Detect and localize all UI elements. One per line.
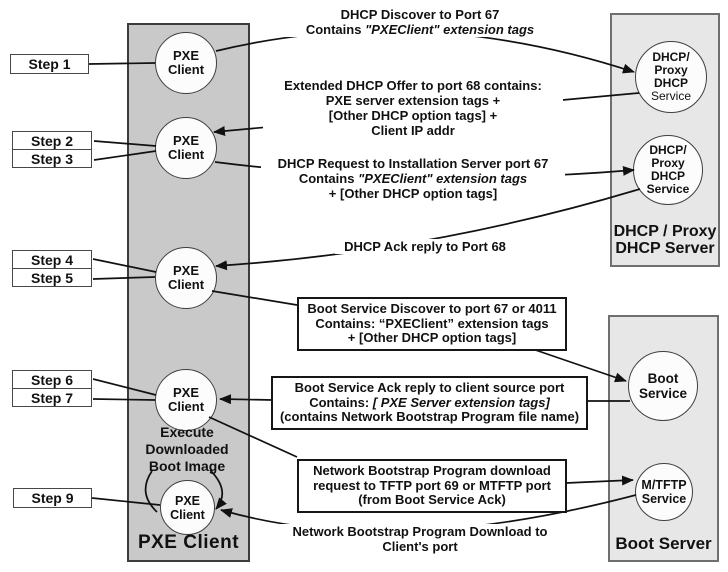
message-line: DHCP Ack reply to Port 68 bbox=[344, 239, 506, 254]
message-line: Contains: [ PXE Server extension tags] bbox=[309, 394, 550, 410]
message-line: [Other DHCP option tags] + bbox=[328, 108, 498, 123]
pxe-client-column-title: PXE Client bbox=[137, 532, 240, 553]
circle-label: DHCP bbox=[650, 169, 685, 183]
step-2-label: Step 2 bbox=[12, 131, 92, 150]
message-line: DHCP Request to Installation Server port… bbox=[277, 156, 549, 171]
circle-label: DHCP/ bbox=[652, 50, 690, 64]
circle-label: PXE bbox=[174, 493, 200, 508]
circle-label: Boot bbox=[647, 371, 679, 386]
arrow-dhcp-discover bbox=[215, 30, 635, 74]
execute-note-line: Boot Image bbox=[148, 458, 226, 474]
circle-label: Client bbox=[167, 277, 205, 292]
step-7-label: Step 7 bbox=[12, 388, 92, 407]
message-line: + [Other DHCP option tags] bbox=[347, 330, 517, 345]
circle-label: DHCP/ bbox=[649, 143, 687, 157]
message-dhcp-offer: Extended DHCP Offer to port 68 contains:… bbox=[263, 78, 563, 138]
message-nbp-download-request: Network Bootstrap Program download reque… bbox=[297, 459, 567, 513]
message-line: Network Bootstrap Program Download to bbox=[292, 524, 548, 539]
execute-note-line: Downloaded bbox=[145, 441, 229, 457]
circle-label: Client bbox=[170, 507, 205, 522]
circle-label: PXE bbox=[172, 263, 199, 278]
message-line: Boot Service Discover to port 67 or 4011 bbox=[307, 301, 557, 316]
circle-label: Service bbox=[650, 89, 691, 103]
circle-label: Proxy bbox=[651, 156, 685, 170]
boot-server-title: Boot Server bbox=[615, 534, 712, 553]
circle-label: PXE bbox=[172, 48, 199, 63]
message-boot-service-discover: Boot Service Discover to port 67 or 4011… bbox=[297, 297, 567, 351]
dhcp-server-title: DHCP / Proxy DHCP Server bbox=[612, 223, 718, 257]
message-line: Network Bootstrap Program download bbox=[313, 463, 551, 478]
circle-label: Proxy bbox=[654, 63, 688, 77]
step-1-label: Step 1 bbox=[10, 54, 89, 74]
message-line: Client's port bbox=[382, 539, 458, 554]
message-dhcp-discover: DHCP Discover to Port 67 Contains "PXECl… bbox=[265, 7, 575, 37]
execute-note-line: Execute bbox=[160, 424, 214, 440]
dhcp-server-title-line1: DHCP / Proxy bbox=[613, 223, 717, 240]
circle-label: Client bbox=[167, 62, 205, 77]
message-nbp-download: Network Bootstrap Program Download to Cl… bbox=[280, 524, 560, 554]
step-3-label: Step 3 bbox=[12, 149, 92, 168]
step-9-label: Step 9 bbox=[13, 488, 92, 508]
message-line: Extended DHCP Offer to port 68 contains: bbox=[284, 78, 542, 93]
circle-label: Client bbox=[167, 147, 205, 162]
circle-label: Service bbox=[641, 492, 687, 506]
message-dhcp-ack: DHCP Ack reply to Port 68 bbox=[335, 239, 515, 254]
message-line: + [Other DHCP option tags] bbox=[328, 186, 498, 201]
circle-label: Service bbox=[638, 386, 688, 401]
circle-label: Service bbox=[646, 182, 690, 196]
message-dhcp-request: DHCP Request to Installation Server port… bbox=[261, 156, 565, 201]
step-6-label: Step 6 bbox=[12, 370, 92, 389]
message-boot-service-ack: Boot Service Ack reply to client source … bbox=[271, 376, 588, 430]
circle-label: PXE bbox=[172, 385, 199, 400]
message-line: (from Boot Service Ack) bbox=[358, 492, 506, 507]
circle-label: Client bbox=[167, 399, 205, 414]
message-line: Boot Service Ack reply to client source … bbox=[294, 380, 565, 395]
message-line: (contains Network Bootstrap Program file… bbox=[279, 409, 580, 424]
message-line: Contains "PXEClient" extension tags bbox=[305, 22, 535, 37]
circle-label: DHCP bbox=[653, 76, 688, 90]
message-line: DHCP Discover to Port 67 bbox=[340, 7, 500, 22]
step-4-label: Step 4 bbox=[12, 250, 92, 269]
step-5-label: Step 5 bbox=[12, 268, 92, 287]
message-line: Contains "PXEClient" extension tags bbox=[298, 171, 528, 186]
message-line: request to TFTP port 69 or MTFTP port bbox=[313, 477, 551, 493]
message-line: Contains: “PXEClient” extension tags bbox=[315, 315, 549, 331]
circle-label: PXE bbox=[172, 133, 199, 148]
circle-label: M/TFTP bbox=[641, 478, 687, 492]
dhcp-server-title-line2: DHCP Server bbox=[615, 240, 715, 257]
message-line: PXE server extension tags + bbox=[325, 93, 501, 108]
message-line: Client IP addr bbox=[371, 123, 455, 138]
execute-note: Execute Downloaded Boot Image bbox=[125, 424, 249, 475]
